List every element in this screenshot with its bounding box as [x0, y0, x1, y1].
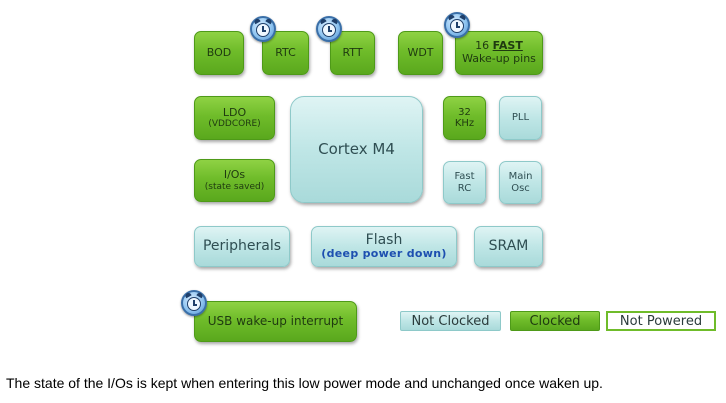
usb-wakeup-block: USB wake-up interrupt — [194, 301, 357, 342]
main-osc-line1: Main — [508, 171, 533, 182]
main-osc-line2: Osc — [511, 182, 530, 194]
rtt-alarm-clock-icon — [316, 16, 342, 42]
flash-block: Flash (deep power down) — [311, 226, 457, 267]
ios-line2: (state saved) — [204, 181, 265, 192]
sram-label: SRAM — [488, 238, 529, 255]
usb-alarm-clock-icon — [181, 290, 207, 316]
cortex-m4-label: Cortex M4 — [318, 139, 395, 158]
peripherals-label: Peripherals — [202, 238, 282, 255]
legend-clocked: Clocked — [510, 311, 600, 331]
wakeup-pins-fast: FAST — [492, 39, 523, 53]
pll-block: PLL — [499, 96, 542, 140]
wakeup-pins-block: 16 FAST Wake-up pins — [455, 31, 543, 75]
rtc-label: RTC — [275, 45, 296, 59]
wakeup-pins-alarm-clock-icon — [444, 12, 470, 38]
caption-text: The state of the I/Os is kept when enter… — [6, 375, 603, 391]
wakeup-pins-line1: 16 FAST — [475, 40, 523, 53]
wakeup-pins-prefix: 16 — [475, 39, 493, 53]
rtc-block: RTC — [262, 31, 309, 75]
32khz-block: 32 KHz — [443, 96, 486, 140]
legend-clocked-label: Clocked — [529, 313, 581, 329]
ldo-line1: LDO — [222, 105, 247, 119]
wakeup-pins-line2: Wake-up pins — [462, 52, 536, 65]
main-osc-block: Main Osc — [499, 161, 542, 204]
cortex-m4-block: Cortex M4 — [290, 96, 423, 203]
wdt-label: WDT — [407, 45, 434, 59]
flash-line2: (deep power down) — [321, 247, 447, 261]
legend-not-clocked-label: Not Clocked — [411, 313, 490, 329]
legend-not-powered-label: Not Powered — [619, 313, 703, 329]
fast-rc-line2: RC — [457, 182, 472, 194]
fast-rc-block: Fast RC — [443, 161, 486, 204]
bod-block: BOD — [194, 31, 244, 75]
sram-block: SRAM — [474, 226, 543, 267]
fast-rc-line1: Fast — [454, 171, 475, 182]
flash-line1: Flash — [365, 232, 403, 249]
bod-label: BOD — [206, 45, 232, 59]
rtt-label: RTT — [342, 45, 363, 59]
pll-label: PLL — [511, 112, 530, 124]
legend-not-clocked: Not Clocked — [400, 311, 501, 331]
ios-line1: I/Os — [223, 168, 246, 181]
usb-wakeup-label: USB wake-up interrupt — [207, 313, 344, 328]
ios-block: I/Os (state saved) — [194, 159, 275, 202]
rtc-alarm-clock-icon — [250, 16, 276, 42]
wdt-block: WDT — [398, 31, 443, 75]
ldo-line2: (VDDCORE) — [208, 119, 261, 130]
32khz-line2: KHz — [454, 118, 475, 129]
32khz-line1: 32 — [458, 106, 471, 118]
ldo-block: LDO (VDDCORE) — [194, 96, 275, 140]
peripherals-block: Peripherals — [194, 226, 290, 267]
legend-not-powered: Not Powered — [606, 311, 716, 331]
